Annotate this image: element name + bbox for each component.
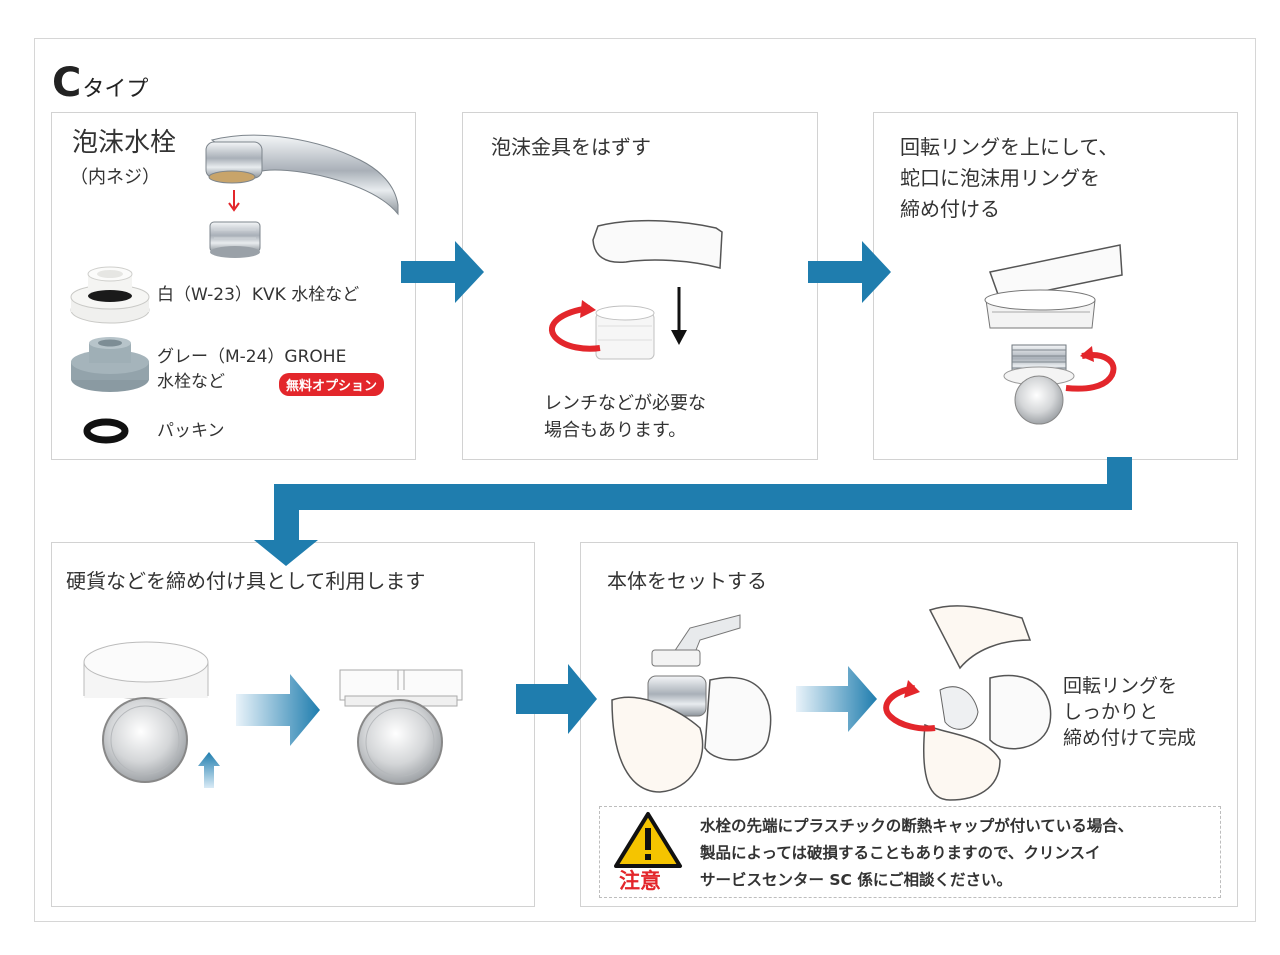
rotate-arrow-left-icon [883,685,936,732]
hand-tightening-ring-illustration [923,605,1052,801]
panel-remove-aerator [462,112,818,460]
page-title: C タイプ [52,60,148,106]
faucet-with-ring-illustration [984,244,1123,329]
rotate-arrow-right-icon [1065,352,1117,392]
spout-outline-illustration [592,219,723,269]
caution-label: 注意 [619,869,661,893]
down-arrow-icon [228,190,240,212]
white-ring-icon [70,266,150,324]
attach-ring-heading: 回転リングを上にして、 蛇口に泡沫用リングを 締め付ける [900,135,1119,221]
push-up-arrow-icon [198,752,220,788]
aerator-removed-illustration [595,305,655,360]
set-body-heading: 本体をセットする [607,569,767,593]
caution-text: 水栓の先端にプラスチックの断熱キャップが付いている場合、 製品によっては破損する… [700,817,1134,889]
grey-ring-icon [71,337,149,392]
fade-arrow-2 [796,666,877,732]
threaded-adapter-illustration [1003,344,1075,425]
flow-arrow-2 [808,241,891,303]
fade-arrow-1 [236,674,320,746]
flow-arrow-1 [401,241,484,303]
flow-arrow-3 [516,664,597,734]
remove-aerator-heading: 泡沫金具をはずす [491,135,651,159]
filter-body-with-ring-illustration [83,641,209,783]
hand-attaching-body-illustration [611,614,772,793]
grey-ring-label: グレー（M-24）GROHE 水栓など [157,347,347,392]
warning-icon [614,812,682,868]
tighten-complete-note: 回転リングを しっかりと 締め付けて完成 [1063,675,1197,749]
coin-tool-heading: 硬貨などを締め付け具として利用します [66,569,426,593]
white-ring-label: 白（W-23）KVK 水栓など [157,285,360,305]
rotate-arrow-icon [548,305,601,352]
flow-connector-arrow [254,457,1132,566]
free-option-badge: 無料オプション [279,373,385,396]
faucet-subheading: （内ネジ） [70,167,160,188]
gasket-label: パッキン [157,421,225,441]
title-suffix: タイプ [82,77,149,102]
gasket-icon [83,418,129,444]
filter-body-tightened-illustration [339,669,463,785]
wrench-note: レンチなどが必要な 場合もあります。 [544,393,706,441]
aerator-part-illustration [209,221,261,258]
title-letter: C [52,60,81,106]
faucet-heading: 泡沫水栓 [72,128,177,158]
faucet-spout-illustration [205,134,399,216]
caution-box [599,806,1221,898]
